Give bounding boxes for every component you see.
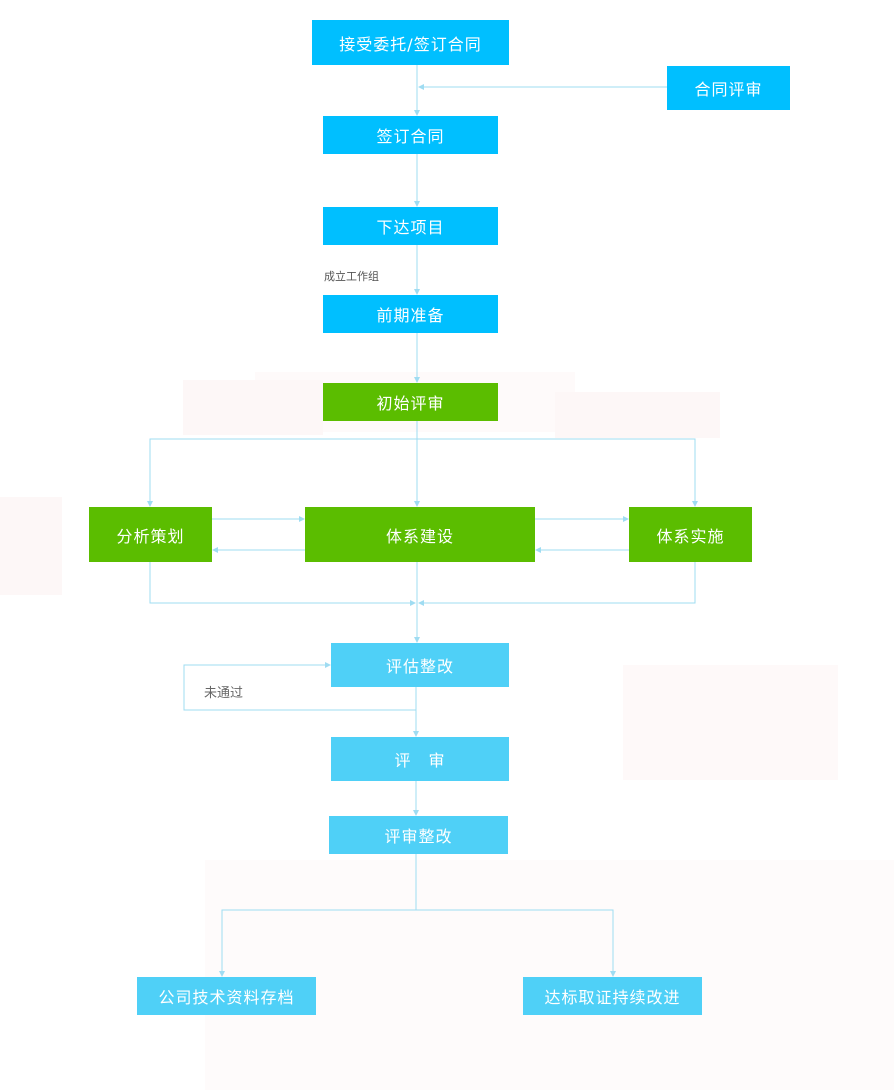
- node-review: 评 审: [331, 737, 509, 781]
- connector: [221, 909, 616, 977]
- node-issue-project: 下达项目: [323, 207, 498, 245]
- connector: [149, 562, 416, 606]
- connector: [149, 438, 698, 507]
- connector: [418, 562, 696, 606]
- background-block: [0, 497, 62, 595]
- node-sign-contract: 签订合同: [323, 116, 498, 154]
- node-evaluation-rectification: 评估整改: [331, 643, 509, 687]
- background-block: [205, 860, 894, 1090]
- node-initial-review: 初始评审: [323, 383, 498, 421]
- background-block: [623, 665, 838, 780]
- node-preparation: 前期准备: [323, 295, 498, 333]
- label-form-team: 成立工作组: [324, 270, 379, 283]
- node-review-rectification: 评审整改: [329, 816, 508, 854]
- node-analysis-planning: 分析策划: [89, 507, 212, 562]
- node-archive: 公司技术资料存档: [137, 977, 316, 1015]
- node-accept-commission: 接受委托/签订合同: [312, 20, 509, 65]
- connector: [183, 662, 416, 711]
- node-system-implementation: 体系实施: [629, 507, 752, 562]
- node-system-construction: 体系建设: [305, 507, 535, 562]
- background-block: [555, 392, 720, 438]
- node-contract-review: 合同评审: [667, 66, 790, 110]
- label-not-passed: 未通过: [204, 686, 244, 701]
- node-certification: 达标取证持续改进: [523, 977, 702, 1015]
